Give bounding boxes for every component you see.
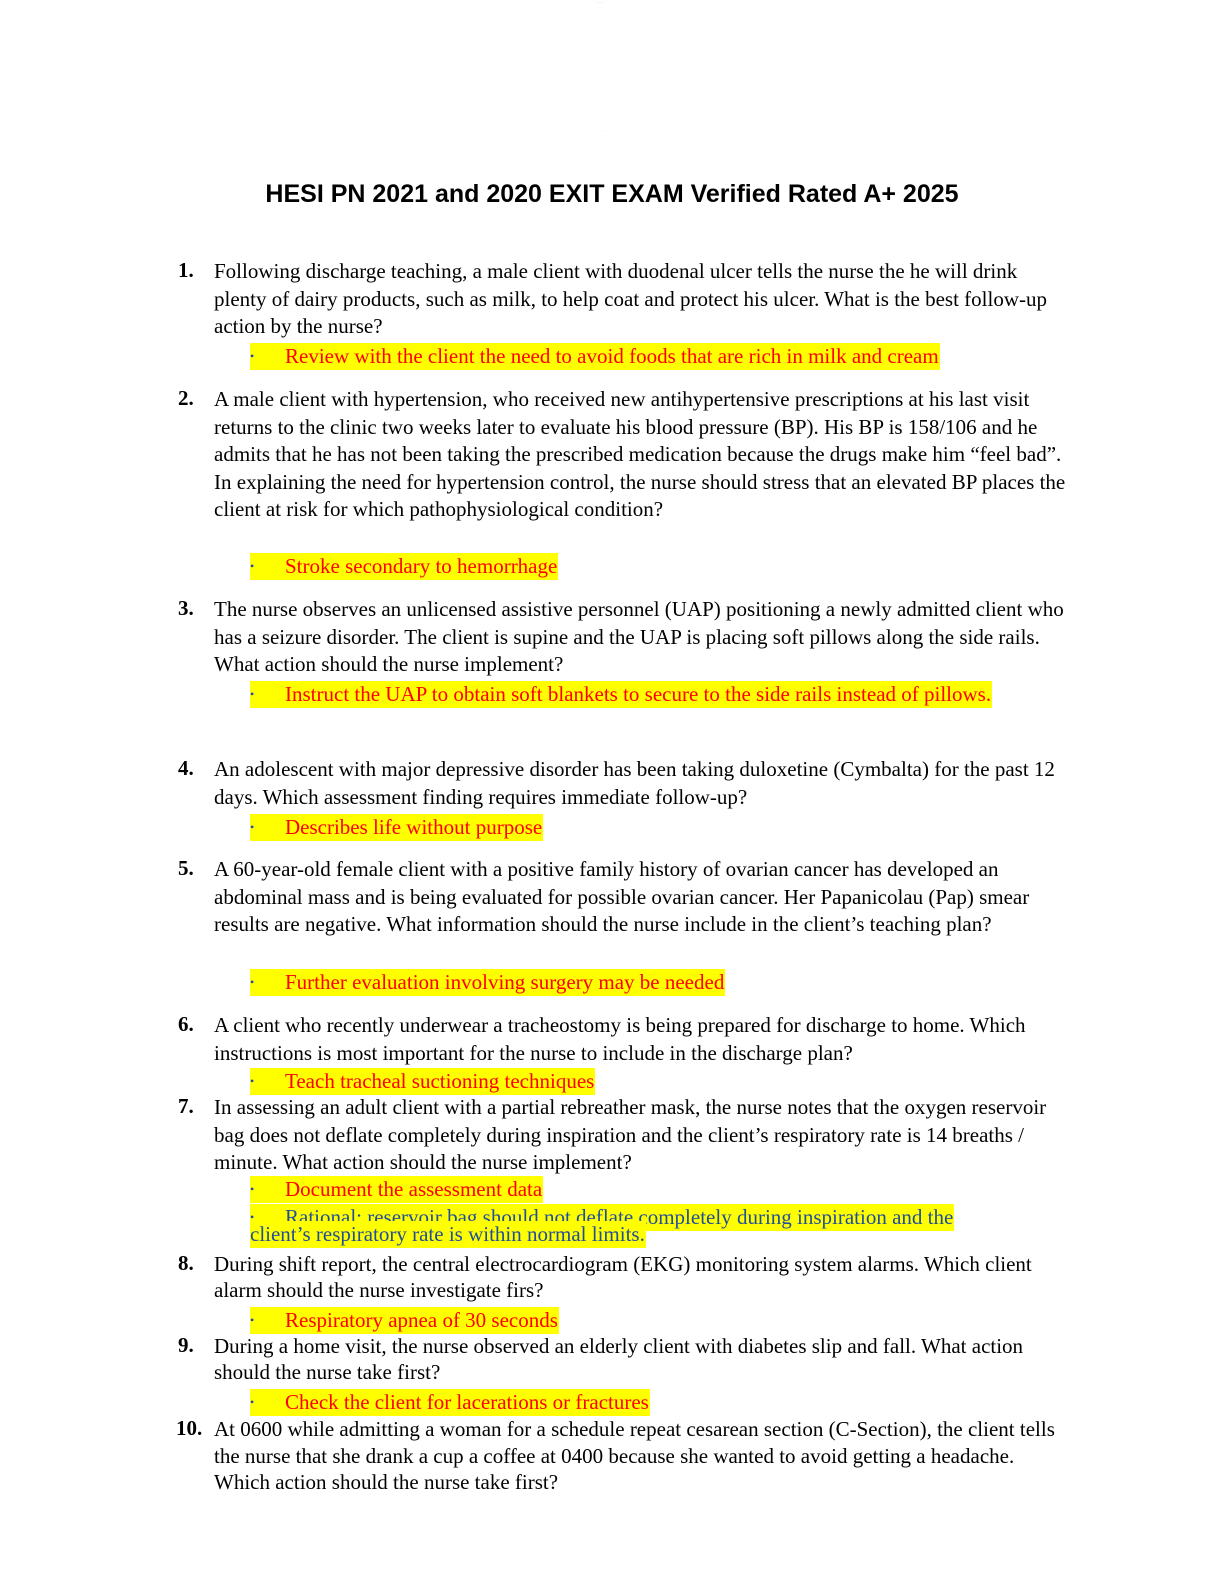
rationale-text: Rational: reservoir bag should not defla… <box>250 1205 954 1246</box>
question-text: A male client with hypertension, who rec… <box>214 387 1066 521</box>
question-number: 4. <box>178 756 194 780</box>
answer-item: • Instruct the UAP to obtain soft blanket… <box>250 681 1010 708</box>
question-number: 5. <box>178 856 194 880</box>
question-number: 9. <box>178 1333 194 1357</box>
bullet-icon: • <box>250 349 255 363</box>
answer-item: • Document the assessment data <box>250 1176 544 1203</box>
bullet-icon: • <box>250 820 255 834</box>
question-text: Following discharge teaching, a male cli… <box>214 259 1048 338</box>
question-number: 10. <box>176 1416 203 1440</box>
answer-text: Describes life without purpose <box>285 815 543 839</box>
answer-item: • Teach tracheal suctioning techniques <box>250 1068 596 1095</box>
answer-text: Further evaluation involving surgery may… <box>285 970 725 994</box>
question-number: 7. <box>178 1094 194 1118</box>
answer-item: • Further evaluation involving surgery ma… <box>250 969 726 996</box>
answer-text: Document the assessment data <box>285 1177 543 1201</box>
bullet-icon: • <box>250 559 255 573</box>
question-text: A 60-year-old female client with a posit… <box>214 857 1030 936</box>
bullet-icon: • <box>250 1313 255 1327</box>
header-mark-2: ·· <box>604 128 607 133</box>
answer-item: • Describes life without purpose <box>250 814 544 841</box>
answer-item: • Respiratory apnea of 30 seconds <box>250 1307 559 1334</box>
answer-text: Stroke secondary to hemorrhage <box>285 554 558 578</box>
answer-item: • Stroke secondary to hemorrhage <box>250 553 559 580</box>
question-number: 8. <box>178 1251 194 1275</box>
question-number: 3. <box>178 596 194 620</box>
answer-text: Teach tracheal suctioning techniques <box>285 1069 595 1093</box>
question-text: A client who recently underwear a trache… <box>214 1013 1026 1065</box>
rationale-item: •Rational: reservoir bag should not defl… <box>250 1204 1010 1248</box>
question-number: 2. <box>178 386 194 410</box>
question-number: 6. <box>178 1012 194 1036</box>
answer-item: • Review with the client the need to avoi… <box>250 343 940 370</box>
question-text: At 0600 while admitting a woman for a sc… <box>214 1417 1055 1494</box>
bullet-icon: • <box>250 687 255 701</box>
answer-text: Instruct the UAP to obtain soft blankets… <box>285 682 992 706</box>
answer-text: Check the client for lacerations or frac… <box>285 1390 649 1414</box>
answer-text: Review with the client the need to avoid… <box>285 344 939 368</box>
question-text: During shift report, the central electro… <box>214 1252 1032 1302</box>
question-text: The nurse observes an unlicensed assisti… <box>214 597 1064 676</box>
question-text: An adolescent with major depressive diso… <box>214 757 1055 809</box>
document-title: HESI PN 2021 and 2020 EXIT EXAM Verified… <box>265 180 959 208</box>
bullet-icon: • <box>250 1395 255 1409</box>
answer-item: • Check the client for lacerations or fra… <box>250 1389 650 1416</box>
answer-text: Respiratory apnea of 30 seconds <box>285 1308 558 1332</box>
bullet-icon: • <box>250 1074 255 1088</box>
bullet-icon: • <box>250 975 255 989</box>
header-mark: ······ <box>596 0 604 5</box>
question-number: 1. <box>178 258 194 282</box>
question-text: In assessing an adult client with a part… <box>214 1095 1047 1174</box>
bullet-icon: • <box>250 1182 255 1196</box>
question-text: During a home visit, the nurse observed … <box>214 1334 1024 1384</box>
bullet-icon: • <box>250 1210 255 1224</box>
